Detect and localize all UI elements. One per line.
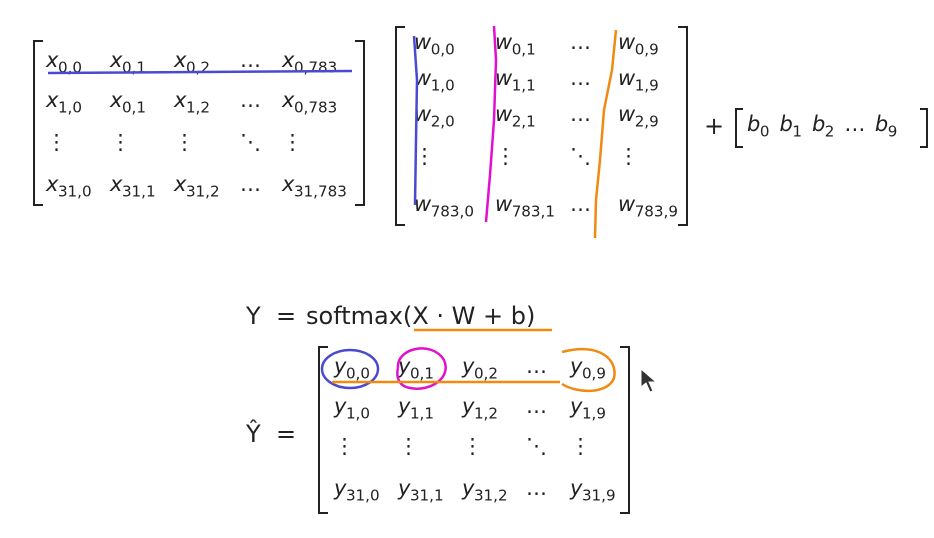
matrix-y-cell: y31,1 bbox=[398, 476, 444, 505]
matrix-x-left-bracket bbox=[33, 40, 43, 206]
formula-equals: = bbox=[276, 302, 297, 330]
matrix-y-cell: ⋮ bbox=[570, 434, 591, 458]
matrix-x-cell: x1,2 bbox=[174, 88, 210, 117]
bias-right-bracket bbox=[920, 108, 928, 148]
matrix-y-cell: … bbox=[526, 354, 547, 378]
matrix-x-cell: ⋮ bbox=[46, 130, 67, 154]
matrix-x-cell: x31,1 bbox=[110, 172, 156, 201]
y00-circle bbox=[320, 348, 380, 390]
matrix-x-cell: … bbox=[240, 88, 261, 112]
plus-sign: + bbox=[704, 112, 725, 140]
w-col9-orange-stroke bbox=[593, 29, 618, 239]
matrix-y-cell: y0,0 bbox=[334, 354, 370, 383]
mouse-cursor-icon bbox=[640, 368, 658, 393]
matrix-w-cell: ⋮ bbox=[618, 144, 639, 168]
matrix-w-cell: … bbox=[570, 30, 591, 54]
matrix-w-cell: … bbox=[570, 102, 591, 126]
matrix-x-cell: x0,1 bbox=[110, 88, 146, 117]
matrix-w-cell: w2,0 bbox=[414, 102, 455, 131]
matrix-y-cell: ⋱ bbox=[526, 434, 547, 458]
matrix-w-right-bracket bbox=[678, 26, 688, 226]
matrix-x-cell: … bbox=[240, 48, 261, 72]
bias-entry: b9 bbox=[874, 112, 898, 141]
matrix-y-cell: ⋮ bbox=[398, 434, 419, 458]
bias-entry: b2 bbox=[811, 112, 835, 141]
matrix-x-cell: ⋱ bbox=[240, 130, 261, 154]
y-hat-equals: = bbox=[276, 420, 297, 448]
matrix-w-cell: ⋱ bbox=[570, 144, 591, 168]
matrix-w-cell: ⋮ bbox=[495, 144, 516, 168]
matrix-y-cell: y0,9 bbox=[570, 354, 606, 383]
matrix-x-cell: ⋮ bbox=[174, 130, 195, 154]
formula-rhs: softmax(X · W + b) bbox=[306, 302, 536, 330]
w-col1-magenta-stroke bbox=[484, 25, 498, 223]
y-hat-label: Ŷ bbox=[246, 420, 261, 448]
matrix-x-cell: x31,783 bbox=[282, 172, 347, 201]
bias-left-bracket bbox=[735, 108, 743, 148]
matrix-w-cell: w783,0 bbox=[414, 192, 474, 221]
matrix-y-cell: ⋮ bbox=[462, 434, 483, 458]
matrix-y-cell: y1,2 bbox=[462, 394, 498, 423]
matrix-w-cell: w1,1 bbox=[495, 66, 536, 95]
matrix-x-cell: ⋮ bbox=[282, 130, 303, 154]
matrix-w-cell: w0,0 bbox=[414, 30, 455, 59]
matrix-x-cell: x1,0 bbox=[46, 88, 82, 117]
matrix-w-cell: … bbox=[570, 66, 591, 90]
matrix-w-left-bracket bbox=[395, 26, 405, 226]
matrix-w-cell: … bbox=[570, 192, 591, 216]
matrix-x-cell: x31,2 bbox=[174, 172, 220, 201]
bias-vector: b0 b1 b2 … b9 bbox=[747, 112, 907, 140]
matrix-w-cell: w2,9 bbox=[618, 102, 659, 131]
bias-entry: b1 bbox=[779, 112, 802, 141]
formula-lhs: Y bbox=[246, 302, 261, 330]
matrix-y-cell: y1,9 bbox=[570, 394, 606, 423]
matrix-y-right-bracket bbox=[620, 346, 630, 514]
matrix-y-cell: y31,0 bbox=[334, 476, 380, 505]
matrix-y-cell: … bbox=[526, 394, 547, 418]
matrix-w-cell: w783,1 bbox=[495, 192, 555, 221]
bias-entry: b0 bbox=[747, 112, 770, 141]
matrix-x-cell: x31,0 bbox=[46, 172, 92, 201]
matrix-x-cell: x0,783 bbox=[282, 88, 338, 117]
matrix-y-left-bracket bbox=[318, 346, 328, 514]
matrix-w-cell: w783,9 bbox=[618, 192, 678, 221]
matrix-w-cell: w2,1 bbox=[495, 102, 536, 131]
matrix-y-cell: y0,2 bbox=[462, 354, 498, 383]
matrix-w-cell: w0,1 bbox=[495, 30, 536, 59]
x-row-underline bbox=[47, 69, 353, 75]
matrix-y-cell: … bbox=[526, 476, 547, 500]
y-row-orange-stroke bbox=[332, 347, 616, 393]
matrix-y-cell: ⋮ bbox=[334, 434, 355, 458]
matrix-y-cell: y31,2 bbox=[462, 476, 508, 505]
matrix-y-cell: y1,0 bbox=[334, 394, 370, 423]
bias-entry: … bbox=[844, 112, 865, 136]
matrix-w-cell: w1,0 bbox=[414, 66, 455, 95]
matrix-x-cell: ⋮ bbox=[110, 130, 131, 154]
matrix-w-cell: w0,9 bbox=[618, 30, 659, 59]
matrix-x-right-bracket bbox=[355, 40, 365, 206]
matrix-y-cell: y31,9 bbox=[570, 476, 616, 505]
w-col0-blue-stroke bbox=[412, 35, 419, 206]
matrix-y-cell: y1,1 bbox=[398, 394, 434, 423]
matrix-w-cell: w1,9 bbox=[618, 66, 659, 95]
matrix-y-cell: y0,1 bbox=[398, 354, 434, 383]
matrix-x-cell: … bbox=[240, 172, 261, 196]
matrix-w-cell: ⋮ bbox=[414, 144, 435, 168]
